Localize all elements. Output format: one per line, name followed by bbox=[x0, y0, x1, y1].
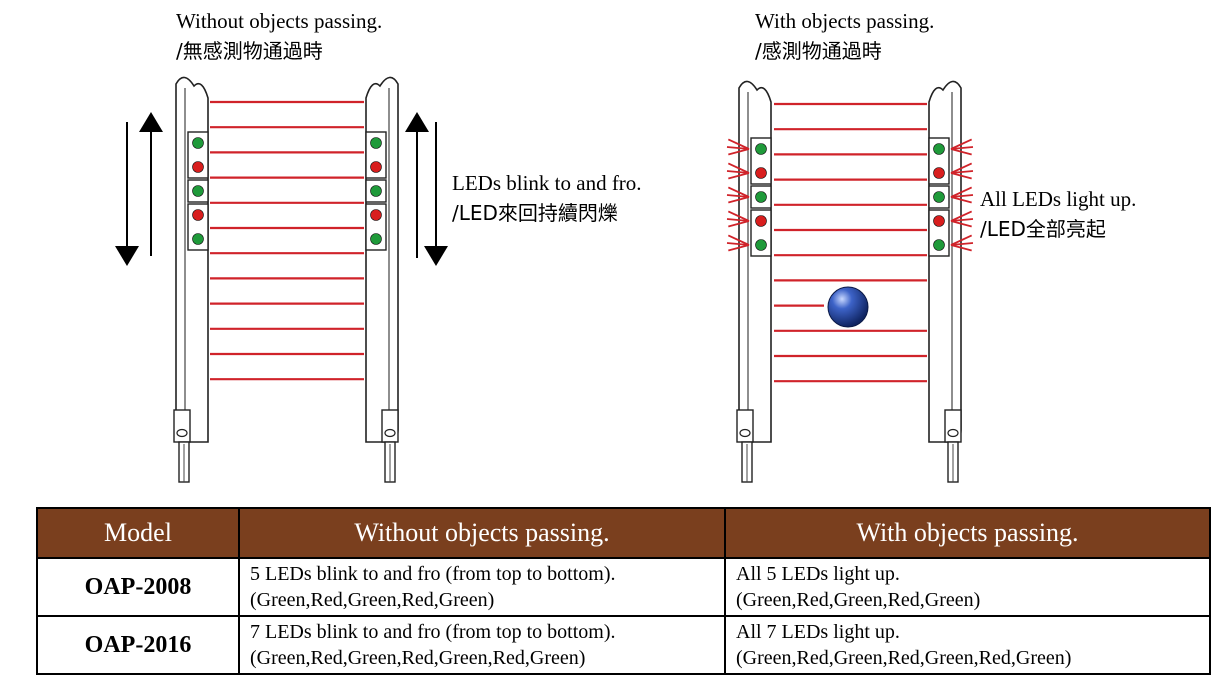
led-glow-ray bbox=[728, 244, 750, 252]
left-side-note-en: LEDs blink to and fro. bbox=[452, 171, 642, 195]
led-green bbox=[933, 191, 945, 203]
blink-direction-arrows-left bbox=[115, 112, 163, 266]
header-model: Model bbox=[36, 507, 240, 559]
led-red bbox=[755, 167, 767, 179]
led-glow-ray bbox=[950, 220, 972, 228]
led-glow-ray bbox=[727, 138, 750, 150]
sensor-pole bbox=[928, 80, 962, 443]
led-glow-ray bbox=[950, 196, 972, 204]
led-glow-ray bbox=[728, 196, 750, 204]
led-glow-ray bbox=[950, 234, 973, 246]
table-header-row: Model Without objects passing. With obje… bbox=[36, 507, 1211, 559]
spec-table: Model Without objects passing. With obje… bbox=[36, 507, 1211, 675]
led-green bbox=[370, 233, 382, 245]
led-glow-ray bbox=[727, 186, 750, 198]
led-red bbox=[933, 167, 945, 179]
header-without: Without objects passing. bbox=[238, 507, 726, 559]
led-glow-ray bbox=[950, 172, 972, 180]
sensor-diagram: Without objects passing. /無感測物通過時 With o… bbox=[115, 9, 1136, 483]
led-glow-ray bbox=[950, 210, 973, 222]
led-red bbox=[755, 215, 767, 227]
with-line-2: (Green,Red,Green,Red,Green,Red,Green) bbox=[736, 647, 1072, 669]
led-glow-ray bbox=[950, 148, 972, 156]
left-caption-en: Without objects passing. bbox=[176, 9, 382, 33]
without-line-1: 5 LEDs blink to and fro (from top to bot… bbox=[250, 563, 616, 585]
light-curtain-idle bbox=[173, 76, 399, 483]
led-green bbox=[933, 239, 945, 251]
right-side-note-en: All LEDs light up. bbox=[980, 187, 1136, 211]
led-green bbox=[192, 233, 204, 245]
sensor-pole bbox=[738, 80, 772, 443]
led-glow-ray bbox=[950, 162, 973, 174]
bracket-screw bbox=[739, 428, 751, 438]
without-cell: 5 LEDs blink to and fro (from top to bot… bbox=[238, 557, 726, 617]
led-glow-ray bbox=[728, 148, 750, 156]
led-red bbox=[370, 209, 382, 221]
bracket-screw bbox=[947, 428, 959, 438]
led-red bbox=[192, 209, 204, 221]
without-line-2: (Green,Red,Green,Red,Green,Red,Green) bbox=[250, 647, 586, 669]
led-green bbox=[370, 185, 382, 197]
led-glow-ray bbox=[950, 146, 974, 150]
led-glow-ray bbox=[950, 186, 973, 198]
led-glow-ray bbox=[950, 244, 972, 252]
led-green bbox=[370, 137, 382, 149]
led-green bbox=[755, 239, 767, 251]
table-row: OAP-2016 7 LEDs blink to and fro (from t… bbox=[36, 615, 1211, 675]
led-red bbox=[933, 215, 945, 227]
right-caption-en: With objects passing. bbox=[755, 9, 934, 33]
mounting-bracket bbox=[173, 409, 191, 443]
with-cell: All 5 LEDs light up. (Green,Red,Green,Re… bbox=[724, 557, 1211, 617]
model-cell: OAP-2008 bbox=[36, 557, 240, 617]
led-glow-ray bbox=[726, 194, 750, 198]
left-caption-zh: /無感測物通過時 bbox=[176, 39, 323, 63]
led-glow-ray bbox=[726, 242, 750, 246]
right-side-note-zh: /LED全部亮起 bbox=[980, 217, 1106, 241]
with-line-1: All 7 LEDs light up. bbox=[736, 621, 900, 643]
detected-object bbox=[827, 286, 869, 328]
led-glow-ray bbox=[950, 218, 974, 222]
mounting-bracket bbox=[736, 409, 754, 443]
table-row: OAP-2008 5 LEDs blink to and fro (from t… bbox=[36, 557, 1211, 617]
header-with: With objects passing. bbox=[724, 507, 1211, 559]
model-cell: OAP-2016 bbox=[36, 615, 240, 675]
led-glow-ray bbox=[728, 220, 750, 228]
led-green bbox=[192, 137, 204, 149]
led-glow-ray bbox=[728, 172, 750, 180]
bracket-screw bbox=[384, 428, 396, 438]
with-line-2: (Green,Red,Green,Red,Green) bbox=[736, 589, 981, 611]
led-glow-ray bbox=[950, 170, 974, 174]
led-glow-ray bbox=[727, 162, 750, 174]
led-glow-ray bbox=[950, 138, 973, 150]
blink-direction-arrows-right bbox=[405, 112, 448, 266]
led-glow-ray bbox=[727, 210, 750, 222]
without-line-2: (Green,Red,Green,Red,Green) bbox=[250, 589, 495, 611]
led-green bbox=[933, 143, 945, 155]
led-glow-ray bbox=[950, 242, 974, 246]
bracket-screw bbox=[176, 428, 188, 438]
with-cell: All 7 LEDs light up. (Green,Red,Green,Re… bbox=[724, 615, 1211, 675]
led-red bbox=[370, 161, 382, 173]
mounting-bracket bbox=[944, 409, 962, 443]
led-glow-ray bbox=[726, 170, 750, 174]
led-green bbox=[755, 143, 767, 155]
led-green bbox=[755, 191, 767, 203]
without-cell: 7 LEDs blink to and fro (from top to bot… bbox=[238, 615, 726, 675]
light-curtain-detecting bbox=[726, 80, 974, 483]
right-caption-zh: /感測物通過時 bbox=[755, 39, 882, 63]
with-line-1: All 5 LEDs light up. bbox=[736, 563, 900, 585]
led-red bbox=[192, 161, 204, 173]
led-glow-ray bbox=[950, 194, 974, 198]
left-side-note-zh: /LED來回持續閃爍 bbox=[452, 201, 618, 225]
without-line-1: 7 LEDs blink to and fro (from top to bot… bbox=[250, 621, 616, 643]
led-glow-ray bbox=[726, 218, 750, 222]
led-green bbox=[192, 185, 204, 197]
mounting-bracket bbox=[381, 409, 399, 443]
led-glow-ray bbox=[727, 234, 750, 246]
led-glow-ray bbox=[726, 146, 750, 150]
